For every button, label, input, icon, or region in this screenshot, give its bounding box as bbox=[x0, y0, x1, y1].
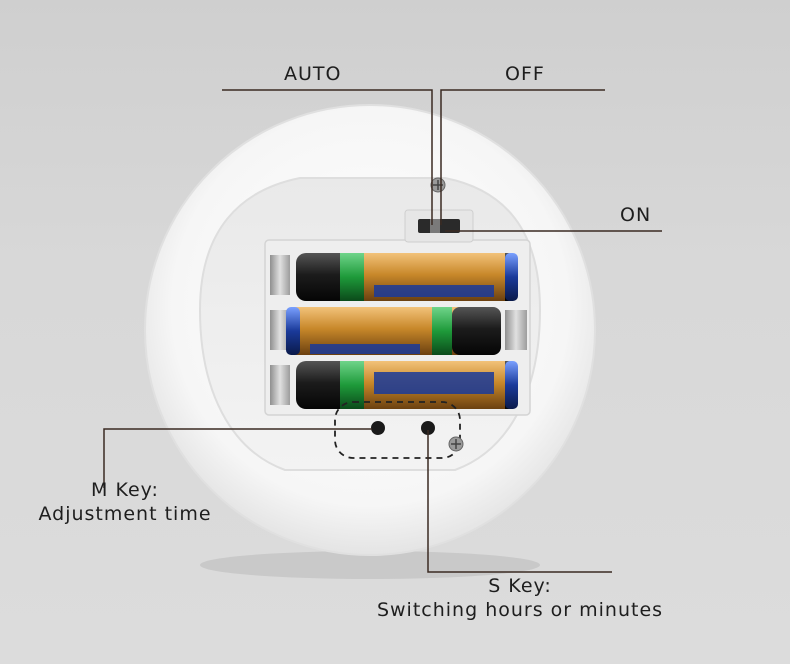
mode-switch[interactable] bbox=[404, 209, 474, 243]
s-key-title: S Key: bbox=[488, 575, 552, 597]
m-key-title: M Key: bbox=[91, 479, 159, 501]
battery-3 bbox=[296, 361, 518, 409]
battery-springs bbox=[270, 255, 527, 405]
callout-s-key bbox=[427, 430, 612, 573]
battery-1 bbox=[296, 253, 518, 301]
key-buttons-area bbox=[334, 401, 461, 459]
battery-2 bbox=[286, 307, 501, 355]
s-key-caption: S Key: Switching hours or minutes bbox=[340, 574, 700, 622]
callout-auto bbox=[222, 89, 433, 225]
callout-off bbox=[440, 89, 605, 225]
m-key-button[interactable] bbox=[371, 421, 385, 435]
auto-label: AUTO bbox=[284, 63, 342, 85]
callout-lines bbox=[103, 89, 662, 573]
m-key-description: Adjustment time bbox=[38, 503, 212, 525]
screw-icon bbox=[430, 177, 446, 193]
m-key-caption: M Key: Adjustment time bbox=[0, 478, 250, 526]
s-key-description: Switching hours or minutes bbox=[376, 599, 664, 621]
on-label: ON bbox=[620, 204, 652, 226]
off-label: OFF bbox=[505, 63, 545, 85]
s-key-button[interactable] bbox=[421, 421, 435, 435]
callout-m-key bbox=[103, 428, 372, 488]
screw-icon bbox=[448, 436, 464, 452]
